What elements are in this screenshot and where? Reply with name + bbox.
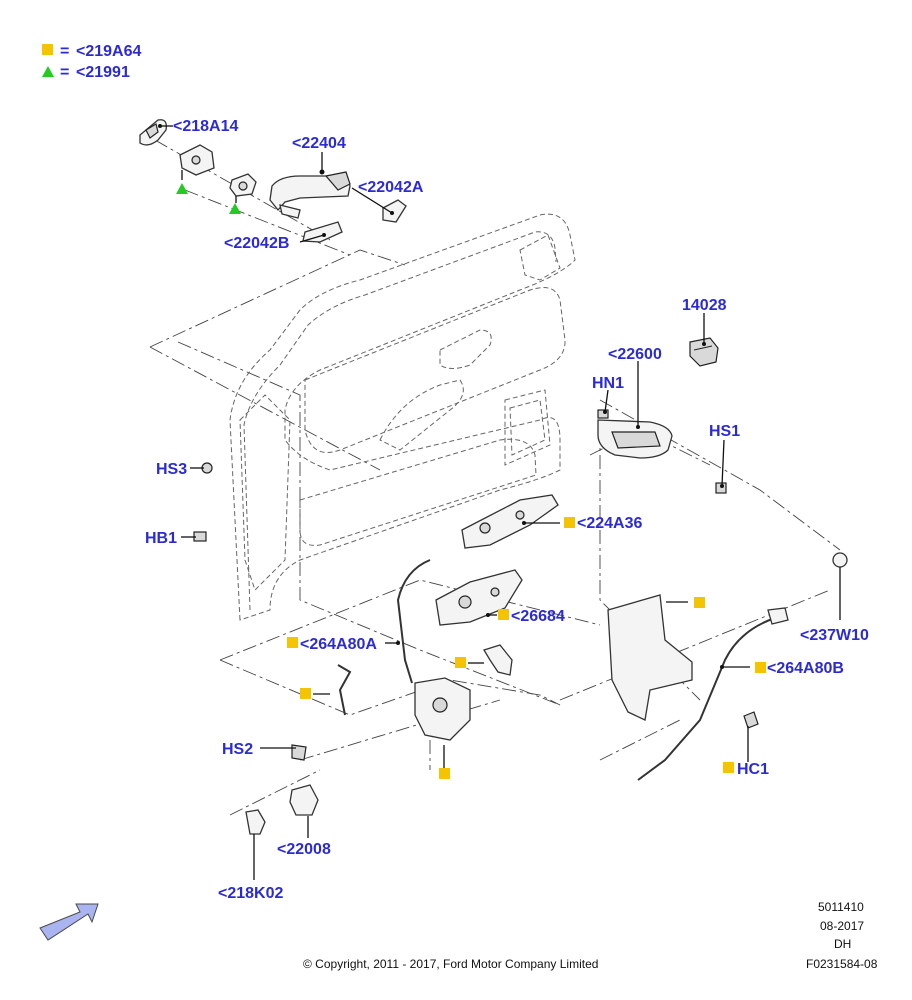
footer-meta: 5011410 08-2017 DH © Copyright, 2011 - 2…	[303, 900, 878, 971]
label-218K02: <218K02	[218, 885, 283, 902]
latch-mechanism-26684	[435, 569, 523, 626]
label-22600: <22600	[608, 346, 662, 363]
screw-HS1	[715, 482, 727, 494]
switch-14028	[689, 337, 719, 367]
meta-date: 08-2017	[820, 919, 864, 933]
meta-figure: F0231584-08	[806, 957, 878, 971]
latch-cover	[607, 594, 693, 721]
screw-HS2	[291, 744, 307, 761]
square-marker	[300, 688, 311, 699]
label-HB1: HB1	[145, 530, 177, 547]
screw-HN1	[597, 409, 609, 419]
bezel-cap-218A14	[139, 119, 167, 146]
triangle-marker	[229, 203, 241, 214]
legend-code-21991: <21991	[76, 64, 130, 81]
label-22042B: <22042B	[224, 235, 289, 252]
bracket-224A36	[461, 494, 559, 549]
square-marker	[498, 609, 509, 620]
square-marker	[564, 517, 575, 528]
label-HS3: HS3	[156, 461, 187, 478]
lock-cylinder	[229, 173, 257, 197]
handle-seal-22042B	[302, 221, 343, 243]
outside-handle-22404	[269, 171, 351, 219]
legend-triangle-marker	[42, 66, 54, 77]
cable-264A80A	[396, 559, 431, 684]
meta-code: 5011410	[818, 900, 864, 914]
label-26684: <26684	[511, 608, 565, 625]
clip-HC1	[743, 711, 759, 729]
label-HS1: HS1	[709, 423, 740, 440]
copyright: © Copyright, 2011 - 2017, Ford Motor Com…	[303, 957, 598, 971]
triangle-marker	[176, 183, 188, 194]
label-HS2: HS2	[222, 741, 253, 758]
label-14028: 14028	[682, 297, 727, 314]
cable-264A80B	[637, 607, 789, 781]
square-marker	[455, 657, 466, 668]
square-marker	[694, 597, 705, 608]
label-237W10: <237W10	[800, 627, 869, 644]
handle-seal-22042A	[382, 199, 407, 223]
legend-eq-2: =	[60, 64, 69, 81]
door-latch	[414, 677, 471, 741]
pad-218K02	[245, 809, 266, 835]
square-marker	[287, 637, 298, 648]
legend-code-219A64: <219A64	[76, 43, 141, 60]
square-marker	[723, 762, 734, 773]
label-22404: <22404	[292, 135, 346, 152]
label-224A36: <224A36	[577, 515, 642, 532]
square-marker	[439, 768, 450, 779]
ball-237W10	[832, 552, 848, 568]
striker-22008	[289, 784, 319, 816]
door-trim-panel-ghost	[229, 213, 576, 621]
legend-square-marker	[42, 44, 53, 55]
handle-bracket	[179, 144, 215, 176]
label-218A14: <218A14	[173, 118, 238, 135]
meta-initials: DH	[834, 937, 851, 951]
inside-handle-22600	[597, 419, 673, 459]
actuator-rod	[337, 664, 352, 716]
label-264A80A: <264A80A	[300, 636, 377, 653]
front-direction-arrow-icon	[39, 903, 99, 941]
part-labels: <218A14 <22404 <22042A <22042B 14028 <22…	[145, 118, 869, 902]
label-HN1: HN1	[592, 375, 624, 392]
legend-eq-1: =	[60, 43, 69, 60]
diagram-markers	[176, 183, 766, 779]
label-22008: <22008	[277, 841, 331, 858]
square-marker	[755, 662, 766, 673]
label-264A80B: <264A80B	[767, 660, 844, 677]
rod-clip	[483, 644, 513, 676]
legend: = <219A64 = <21991	[42, 43, 141, 81]
label-22042A: <22042A	[358, 179, 424, 196]
label-HC1: HC1	[737, 761, 769, 778]
leader-lines	[158, 124, 841, 880]
